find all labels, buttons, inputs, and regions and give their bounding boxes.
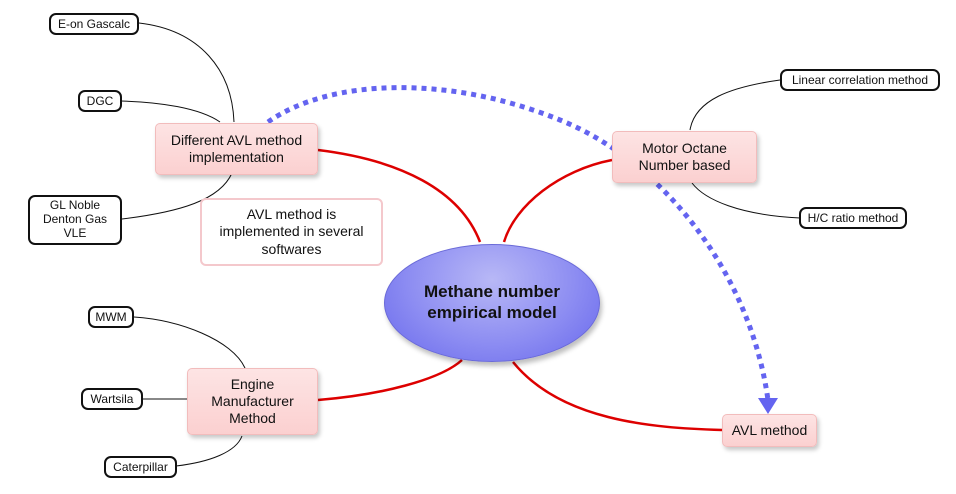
branch-label: Motor Octane Number based — [638, 139, 731, 173]
note-label: AVL method is implemented in several sof… — [219, 206, 364, 257]
branch-motor-octane[interactable]: Motor Octane Number based — [612, 131, 757, 183]
connector-linear — [689, 79, 781, 131]
leaf-label: H/C ratio method — [807, 210, 899, 225]
leaf-label: Caterpillar — [113, 459, 168, 474]
connector-center-mon — [502, 158, 613, 243]
connector-center-engine — [317, 359, 463, 402]
leaf-dgc[interactable]: DGC — [78, 90, 122, 112]
connector-hc — [691, 182, 801, 219]
connector-glnoble — [121, 172, 233, 220]
branch-engine-manufacturer[interactable]: Engine Manufacturer Method — [187, 368, 318, 435]
leaf-caterpillar[interactable]: Caterpillar — [104, 456, 177, 478]
leaf-label: DGC — [86, 93, 114, 108]
connector-dgc — [120, 100, 221, 123]
leaf-wartsila[interactable]: Wartsila — [81, 388, 143, 410]
leaf-label: Linear correlation method — [791, 72, 929, 87]
dotted-arrow-path — [266, 85, 771, 401]
connector-caterpillar — [175, 435, 243, 467]
branch-label: Different AVL method implementation — [170, 131, 303, 165]
branch-label: AVL method — [731, 421, 808, 438]
leaf-mwm[interactable]: MWM — [88, 306, 134, 328]
leaf-label: Wartsila — [90, 391, 134, 406]
central-topic-label: Methane number empirical model — [423, 282, 561, 322]
central-topic[interactable]: Methane number empirical model — [384, 244, 600, 362]
leaf-label: MWM — [95, 309, 127, 324]
arrowhead-icon — [758, 398, 778, 414]
branch-label: Engine Manufacturer Method — [211, 375, 294, 427]
leaf-linear-correlation[interactable]: Linear correlation method — [780, 69, 940, 91]
connector-center-avl — [512, 361, 723, 432]
branch-avl-method[interactable]: AVL method — [722, 414, 817, 447]
note-avl-softwares[interactable]: AVL method is implemented in several sof… — [200, 198, 383, 266]
leaf-label: GL Noble Denton Gas VLE — [42, 198, 108, 240]
leaf-eon-gascalc[interactable]: E-on Gascalc — [49, 13, 139, 35]
branch-avl-implementation[interactable]: Different AVL method implementation — [155, 123, 318, 175]
leaf-gl-noble[interactable]: GL Noble Denton Gas VLE — [28, 195, 122, 245]
connector-eon — [138, 22, 235, 123]
connector-center-avl-impl — [317, 148, 482, 243]
connector-mwm — [133, 316, 246, 369]
leaf-label: E-on Gascalc — [57, 16, 131, 31]
leaf-hc-ratio[interactable]: H/C ratio method — [799, 207, 907, 229]
